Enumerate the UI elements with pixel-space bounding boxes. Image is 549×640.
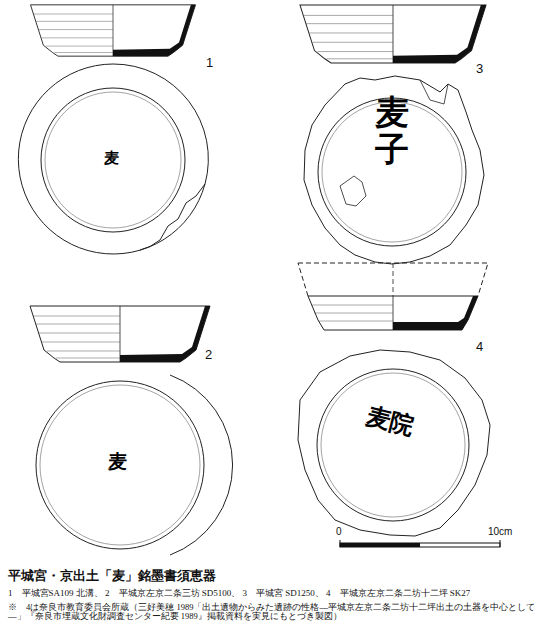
bowl-plan [18, 64, 205, 254]
ink-inscription: 麦 [104, 150, 119, 167]
callout-number: 4 [476, 340, 483, 354]
callout-number: 2 [205, 348, 212, 362]
callout-number: 1 [206, 56, 213, 70]
ink-inscription: 麦 [108, 452, 127, 473]
bowl-profile [31, 5, 196, 56]
note-text: ※ 4は奈良市教育委員会所蔵（三好美穂 1989「出土遺物からみた遺跡の性格―平… [8, 603, 543, 622]
bowl-profile [30, 306, 210, 362]
bowl-plan [298, 350, 490, 536]
figure-title: 平城宮・京出土「麦」銘墨書須恵器 [8, 570, 543, 584]
scale-label: 10cm [488, 526, 512, 537]
bowl-plan [36, 381, 204, 549]
scale-bar [340, 540, 500, 547]
figure-caption: 1 平城宮SA109 北溝、 2 平城京左京二条三坊 SD5100、 3 平城宮… [8, 589, 543, 599]
callout-number: 3 [476, 62, 483, 76]
scale-label: 0 [336, 526, 342, 537]
bowl-plan [304, 76, 484, 264]
ink-inscription: 麦子 [375, 94, 409, 169]
bowl-profile [308, 296, 478, 330]
ink-inscription: 麦院 [364, 403, 417, 440]
bowl-profile [300, 5, 486, 63]
